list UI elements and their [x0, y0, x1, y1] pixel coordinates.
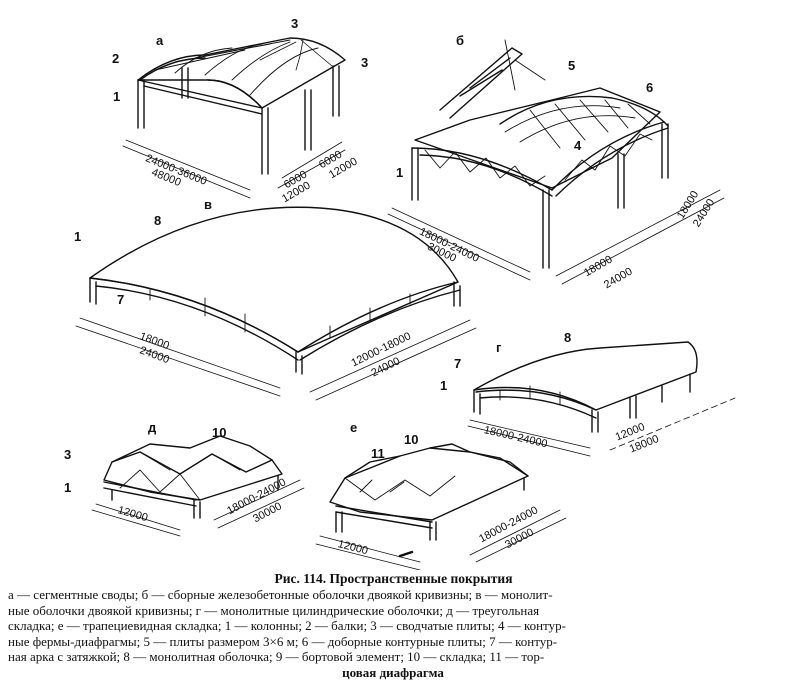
panel-v-label-8: 8 [154, 213, 162, 228]
panel-d-label-1: 1 [64, 480, 72, 495]
panel-b-letter: б [456, 33, 465, 48]
panel-a-drawing [122, 37, 346, 199]
panel-g-letter: г [496, 340, 502, 355]
panel-e-label-11: 11 [371, 446, 385, 461]
panel-d-letter: д [148, 420, 157, 435]
panel-b-label-6: 6 [646, 80, 654, 95]
panel-v-label-1: 1 [74, 229, 82, 244]
panel-v-label-7: 7 [117, 292, 125, 307]
panel-b-label-4: 4 [574, 138, 582, 153]
panel-g-label-7: 7 [454, 356, 462, 371]
panel-a-label-2: 2 [112, 51, 120, 66]
panel-e-label-10: 10 [404, 432, 419, 447]
panel-a-label-3-right: 3 [361, 55, 369, 70]
figure-drawing [75, 37, 736, 570]
caption-line: складка; е — трапециевидная складка; 1 —… [8, 618, 566, 634]
figure-caption: а — сегментные своды; б — сборные железо… [8, 587, 778, 681]
panel-d-label-3: 3 [64, 447, 72, 462]
caption-line: а — сегментные своды; б — сборные железо… [8, 587, 553, 602]
panel-a-label-1: 1 [113, 89, 121, 104]
panel-b-drawing [387, 39, 725, 285]
panel-e-letter: е [350, 420, 358, 435]
panel-g-label-1: 1 [440, 378, 448, 393]
panel-v-letter: в [204, 197, 212, 212]
panel-g-label-8: 8 [564, 330, 572, 345]
caption-line: ные оболочки двоякой кривизны; г — монол… [8, 602, 540, 618]
caption-line: ная арка с затяжкой; 8 — монолитная обол… [8, 649, 545, 665]
panel-b-label-5: 5 [568, 58, 576, 73]
caption-line: ные фермы-диафрагмы; 5 — плиты размером … [8, 633, 558, 649]
panel-b-label-1: 1 [396, 165, 404, 180]
figure-title: Рис. 114. Пространственные покрытия [274, 571, 513, 586]
panel-a-label-3-top: 3 [291, 16, 299, 31]
caption-line: цовая диафрагма [342, 664, 444, 680]
panel-a-letter: а [156, 33, 164, 48]
panel-d-drawing [91, 435, 305, 537]
panel-v-drawing [75, 206, 477, 401]
panel-g-drawing [467, 341, 736, 457]
panel-d-label-10: 10 [212, 425, 227, 440]
panel-e-drawing [315, 443, 567, 570]
